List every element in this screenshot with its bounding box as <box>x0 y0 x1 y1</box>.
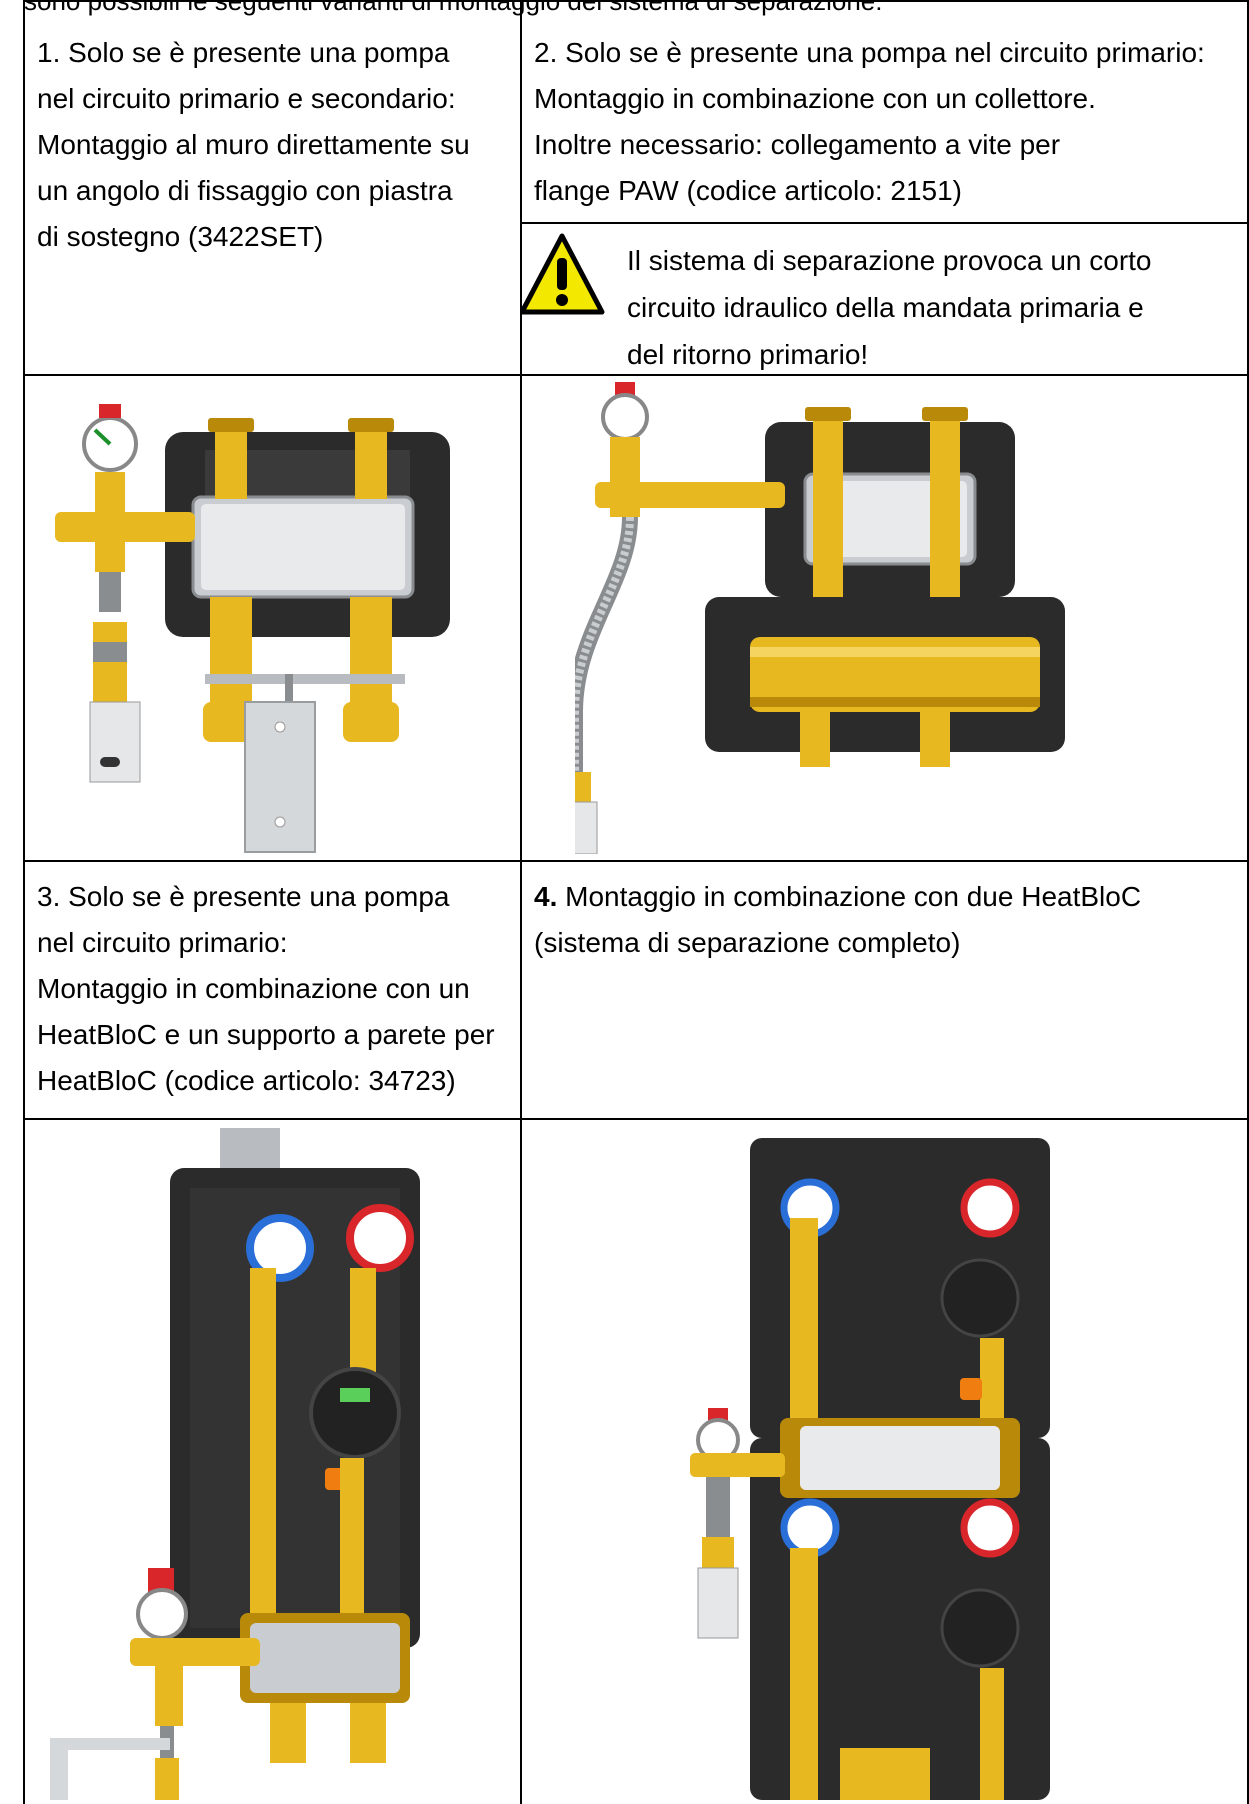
warning-line-3: del ritorno primario! <box>627 339 869 370</box>
intro-text: sono possibili le seguenti varianti di m… <box>24 0 883 16</box>
warning-line-1: Il sistema di separazione provoca un cor… <box>627 245 1152 276</box>
cell-4-body-line-2: (sistema di separazione completo) <box>534 927 961 958</box>
illustration-double-heatbloc-mount <box>690 1138 1050 1800</box>
table-divider-warning <box>521 222 1249 224</box>
cell-2-body-line-2: Inoltre necessario: collegamento a vite … <box>534 129 1061 160</box>
cell-4-text: 4. Montaggio in combinazione con due Hea… <box>534 874 1141 966</box>
cell-3-body-line-3: HeatBloC (codice articolo: 34723) <box>37 1065 456 1096</box>
cell-1-text: 1. Solo se è presente una pompa nel circ… <box>37 30 470 260</box>
cell-3-title-line-2: nel circuito primario: <box>37 927 288 958</box>
cell-4-line-1: 4. Montaggio in combinazione con due Hea… <box>534 874 1141 920</box>
warning-icon <box>520 233 605 315</box>
cell-1-body-line-1: Montaggio al muro direttamente su <box>37 129 470 160</box>
cell-1-title-line-2: nel circuito primario e secondario: <box>37 83 456 114</box>
warning-text: Il sistema di separazione provoca un cor… <box>627 237 1152 378</box>
cell-2-text: 2. Solo se è presente una pompa nel circ… <box>534 30 1205 214</box>
cell-3-text: 3. Solo se è presente una pompa nel circ… <box>37 874 495 1104</box>
table-divider-row2 <box>23 860 1249 862</box>
cell-1-body-line-3: di sostegno (3422SET) <box>37 221 324 252</box>
cell-1-title-line-1: 1. Solo se è presente una pompa <box>37 37 450 68</box>
illustration-wall-mount <box>55 404 450 853</box>
cell-2-title-line-1: 2. Solo se è presente una pompa nel circ… <box>534 37 1205 68</box>
cell-1-body-line-2: un angolo di fissaggio con piastra <box>37 175 453 206</box>
cell-3-body-line-1: Montaggio in combinazione con un <box>37 973 470 1004</box>
cell-4-body-line-1: Montaggio in combinazione con due HeatBl… <box>557 881 1142 912</box>
illustration-collector-mount <box>575 382 1065 854</box>
cell-2-body-line-3: flange PAW (codice articolo: 2151) <box>534 175 962 206</box>
table-border-right <box>1247 0 1249 1804</box>
illustration-heatbloc-mount <box>50 1128 420 1800</box>
warning-line-2: circuito idraulico della mandata primari… <box>627 292 1144 323</box>
table-divider-row3 <box>23 1118 1249 1120</box>
cell-3-title-line-1: 3. Solo se è presente una pompa <box>37 881 450 912</box>
cell-3-body-line-2: HeatBloC e un supporto a parete per <box>37 1019 495 1050</box>
table-border-left <box>23 0 25 1804</box>
table-border-top <box>23 0 1249 2</box>
table-divider-center <box>520 0 522 1804</box>
variants-table <box>23 0 1249 1804</box>
table-divider-row1 <box>23 374 1249 376</box>
cell-2-body-line-1: Montaggio in combinazione con un collett… <box>534 83 1096 114</box>
cell-4-number: 4. <box>534 881 558 912</box>
